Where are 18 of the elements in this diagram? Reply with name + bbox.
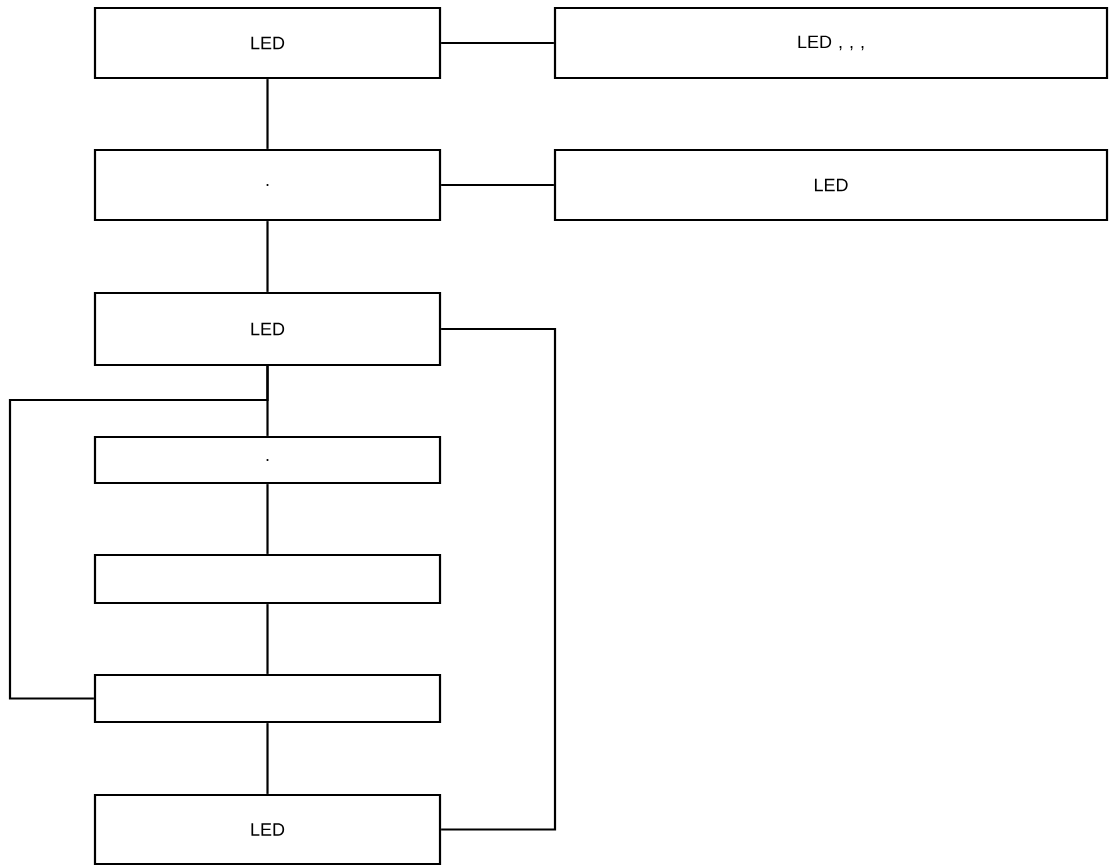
empty-box <box>93 553 442 605</box>
connector-line <box>441 183 554 187</box>
process-box: . <box>93 148 442 222</box>
process-box: . <box>93 435 442 485</box>
process-box: LED , , , <box>553 6 1109 80</box>
connector-line <box>266 484 269 554</box>
connector-line <box>266 604 269 674</box>
process-box: LED <box>93 793 442 866</box>
empty-box <box>93 673 442 724</box>
process-box: LED <box>93 6 442 80</box>
connector-line <box>266 79 269 149</box>
connector-line <box>441 327 557 831</box>
connector-line <box>266 221 269 292</box>
connector-line <box>266 723 269 794</box>
connector-line <box>441 41 554 45</box>
process-box: LED <box>93 291 442 367</box>
process-box: LED <box>553 148 1109 222</box>
connector-line <box>8 366 269 700</box>
